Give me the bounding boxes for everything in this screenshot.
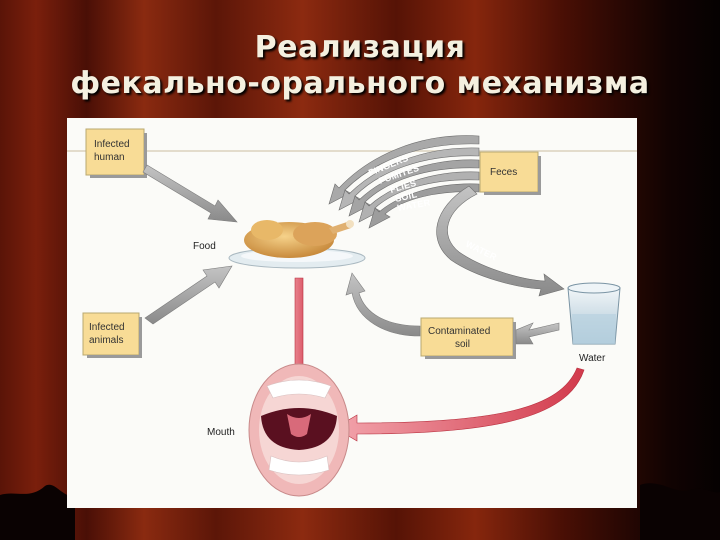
- arrow-soil-to-food: [346, 273, 420, 336]
- contaminated-soil-label-2: soil: [455, 339, 470, 350]
- open-mouth-image: [249, 364, 349, 496]
- water-glass-image: [568, 283, 620, 344]
- slide-title-line2: фекально-орального механизма: [0, 66, 720, 101]
- infected-animals-box: Infected animals: [83, 313, 142, 358]
- turkey-on-plate-image: [229, 220, 365, 268]
- infected-human-label-2: human: [94, 152, 125, 163]
- arrow-feces-to-water: [437, 186, 564, 296]
- arrow-human-to-food: [143, 165, 237, 222]
- arrow-water-to-soil: [516, 323, 559, 344]
- mouth-label: Mouth: [207, 427, 235, 438]
- slide-title-line1: Реализация: [0, 30, 720, 65]
- infected-human-box: Infected human: [86, 129, 147, 178]
- infected-animals-label-1: Infected: [89, 322, 125, 333]
- arrow-animals-to-food: [145, 266, 232, 324]
- contaminated-soil-label-1: Contaminated: [428, 326, 490, 337]
- infected-human-label-1: Infected: [94, 139, 130, 150]
- arrow-water-to-mouth: [335, 368, 584, 441]
- infected-animals-label-2: animals: [89, 335, 123, 346]
- contaminated-soil-box: Contaminated soil: [421, 318, 516, 359]
- feces-box: Feces: [480, 152, 541, 195]
- feces-label: Feces: [490, 167, 517, 178]
- water-label: Water: [579, 353, 606, 364]
- transmission-diagram: Infected human Infected animals Feces Co…: [67, 118, 637, 508]
- food-label: Food: [193, 241, 216, 252]
